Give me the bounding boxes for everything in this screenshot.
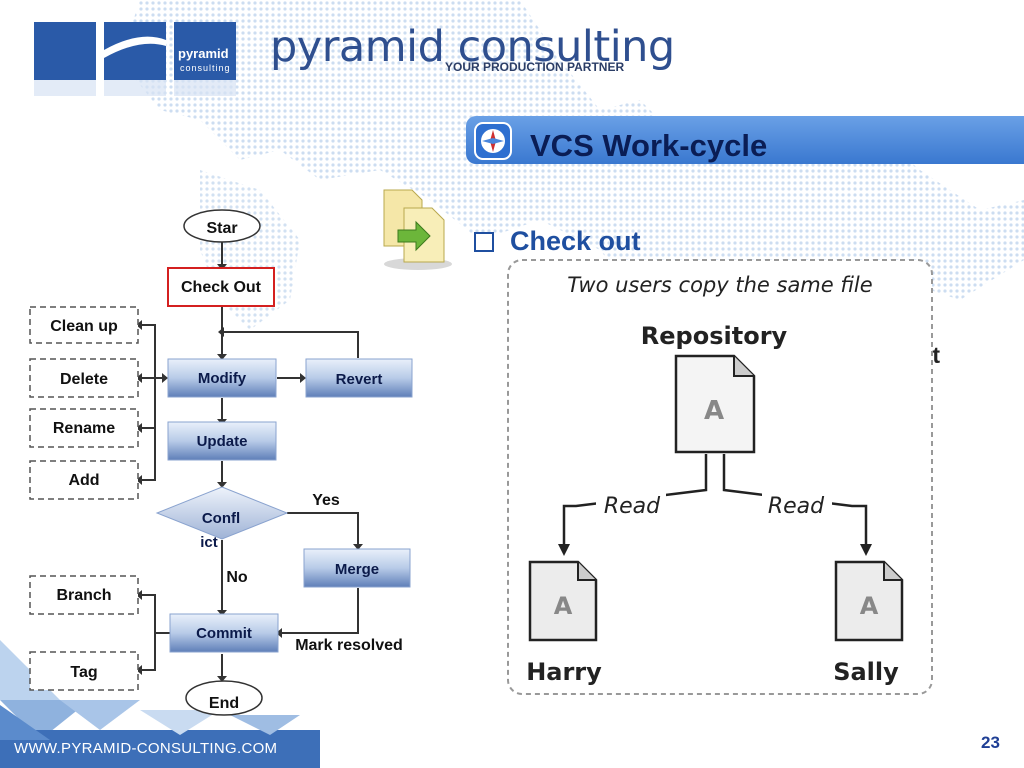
no-label: No bbox=[226, 569, 248, 586]
cleanup-label: Clean up bbox=[50, 318, 118, 335]
add-node bbox=[29, 460, 139, 500]
read-left-label: Read bbox=[604, 494, 661, 519]
commit-node bbox=[169, 613, 279, 653]
delete-node bbox=[29, 358, 139, 398]
end-label: End bbox=[209, 695, 239, 712]
illustration-caption: Two users copy the same file bbox=[567, 273, 872, 297]
harry-file-letter: A bbox=[554, 592, 573, 620]
add-label: Add bbox=[68, 472, 99, 489]
read-right-label: Read bbox=[768, 494, 825, 519]
conflict-label-2: ict bbox=[200, 534, 218, 551]
file-copy-icon bbox=[383, 189, 452, 270]
check-out-node bbox=[167, 267, 275, 307]
delete-label: Delete bbox=[60, 371, 108, 388]
check-out-label: Check Out bbox=[181, 279, 262, 296]
compass-icon bbox=[474, 122, 512, 160]
footer-url: WWW.PYRAMID-CONSULTING.COM bbox=[14, 740, 278, 757]
tag-label: Tag bbox=[70, 664, 97, 681]
revert-label: Revert bbox=[336, 371, 383, 388]
section-heading: Check out bbox=[510, 226, 641, 256]
revert-node bbox=[305, 358, 413, 398]
sally-file-icon: A bbox=[834, 560, 904, 642]
brand-name: pyramid consulting bbox=[270, 22, 675, 72]
logo bbox=[34, 22, 236, 96]
start-node bbox=[183, 209, 261, 243]
repo-file-letter: A bbox=[704, 396, 724, 426]
repository-label: Repository bbox=[641, 322, 788, 350]
checkbox-bullet-icon bbox=[474, 232, 494, 252]
tag-node bbox=[29, 651, 139, 691]
update-node bbox=[167, 421, 277, 461]
conflict-node bbox=[155, 486, 289, 540]
brand-tagline: YOUR PRODUCTION PARTNER bbox=[445, 60, 625, 74]
copy-illustration: Two users copy the same file Repository … bbox=[507, 259, 933, 695]
title-bar bbox=[466, 116, 1024, 164]
merge-node bbox=[303, 548, 411, 588]
rename-label: Rename bbox=[53, 420, 115, 437]
slide-title: VCS Work-cycle bbox=[530, 128, 768, 163]
update-label: Update bbox=[197, 433, 248, 450]
harry-label: Harry bbox=[526, 658, 602, 686]
branch-label: Branch bbox=[56, 587, 111, 604]
branch-node bbox=[29, 575, 139, 615]
modify-node bbox=[167, 358, 277, 398]
cleanup-node bbox=[29, 306, 139, 344]
mark-resolved-label: Mark resolved bbox=[295, 637, 403, 654]
modify-label: Modify bbox=[198, 370, 247, 387]
sally-file-letter: A bbox=[860, 592, 879, 620]
page-number: 23 bbox=[981, 733, 1000, 752]
harry-file-icon: A bbox=[528, 560, 598, 642]
conflict-label-1: Confl bbox=[202, 510, 240, 527]
sally-label: Sally bbox=[833, 658, 899, 686]
start-label: Star bbox=[206, 220, 237, 237]
end-node bbox=[185, 680, 263, 716]
merge-label: Merge bbox=[335, 561, 379, 578]
logo-word: pyramid bbox=[178, 46, 229, 61]
rename-node bbox=[29, 408, 139, 448]
logo-subword: consulting bbox=[180, 63, 231, 73]
yes-label: Yes bbox=[312, 492, 340, 509]
commit-label: Commit bbox=[196, 625, 252, 642]
repository-file-icon: A bbox=[674, 354, 756, 454]
